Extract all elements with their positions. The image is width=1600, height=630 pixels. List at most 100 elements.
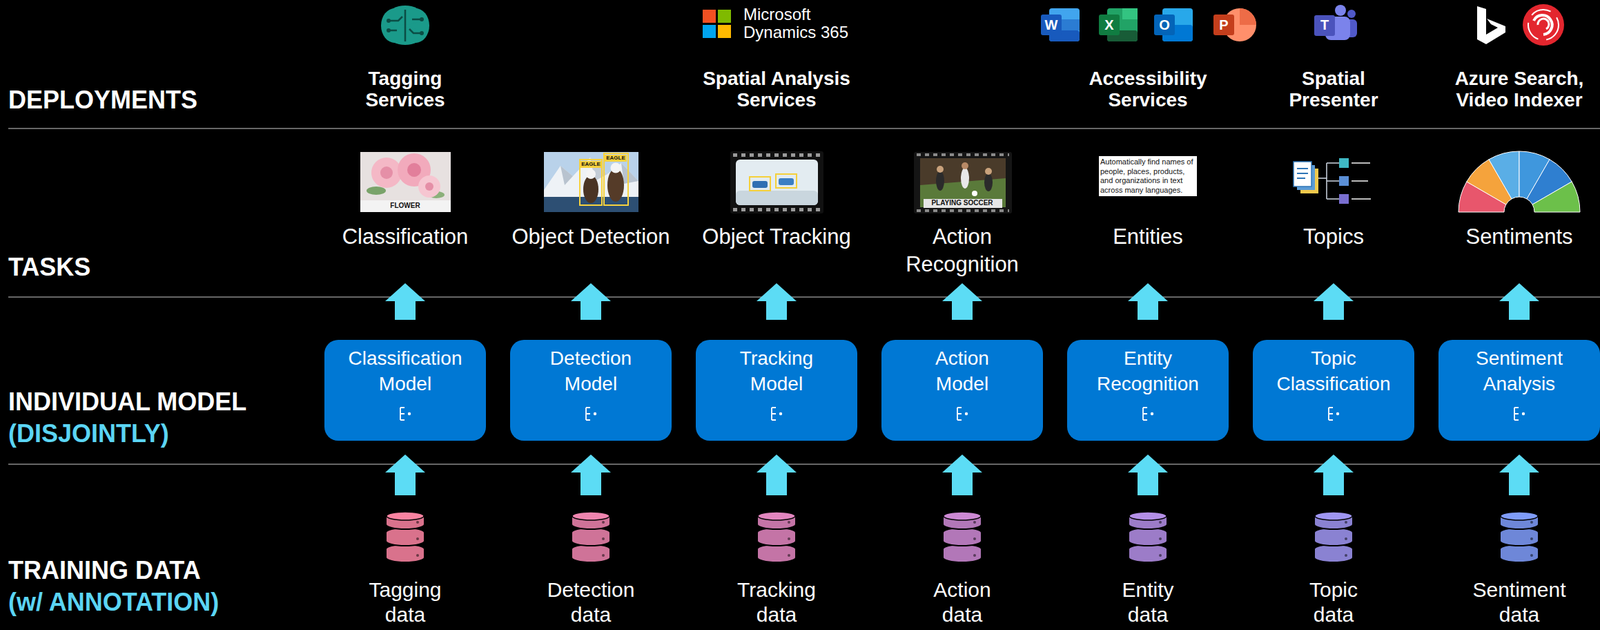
topic-tree-part: [1339, 158, 1349, 168]
entity-sample-text: Automatically find names of people, plac…: [1098, 155, 1197, 197]
eagle-photo-part: [607, 168, 624, 202]
database-layer: [385, 543, 425, 562]
model-icon-dot: [1522, 412, 1525, 415]
brain-icon-part: [388, 9, 422, 42]
model-box: Sentiment Analysis: [1438, 339, 1600, 441]
flow-arrow: [385, 454, 426, 495]
soccer-film-part: [920, 158, 1006, 208]
database-dot: [787, 520, 791, 524]
database-dot: [416, 520, 419, 524]
flower-photo-part: [418, 175, 441, 198]
dataset-name: Action data: [920, 577, 1004, 627]
database-top: [757, 511, 796, 520]
flower-photo-part: [380, 166, 393, 179]
sentiment-donut-part: [1488, 151, 1520, 199]
tracking-film-part: [733, 153, 822, 157]
database-icon: [756, 510, 797, 564]
microsoft-logo-part: [702, 9, 716, 23]
soccer-film-part: [984, 167, 992, 175]
dataset-item: Action data: [920, 507, 1004, 627]
database-icon: [1313, 510, 1354, 564]
model-icon-tree: [1514, 407, 1519, 420]
topic-tree-part: [1339, 193, 1349, 204]
dataset-name: Detection data: [541, 577, 642, 627]
model-icon: [1324, 405, 1343, 422]
model-name: Detection Model: [539, 345, 643, 397]
task-name: Topics: [1243, 222, 1424, 251]
dataset-name: Tracking data: [728, 577, 825, 627]
dataset-item: Sentiment data: [1469, 507, 1570, 627]
tracking-film: [730, 151, 824, 214]
topic-tree-part: [1318, 162, 1340, 199]
word-icon: [1040, 8, 1080, 42]
database-layer: [571, 510, 611, 529]
tracking-film-part: [730, 151, 824, 214]
model-icon: [767, 405, 786, 422]
database-layer: [385, 510, 425, 529]
eagle-photo-part: [610, 162, 622, 174]
database-layer: [757, 510, 796, 529]
outlook-icon-part: [1154, 14, 1175, 36]
task-name: Sentiments: [1428, 222, 1600, 251]
tracking-film-part: [735, 159, 818, 206]
excel-icon-part: [1098, 14, 1120, 36]
database-icon: [385, 510, 426, 564]
database-top: [1500, 511, 1538, 520]
tracking-film-part: [775, 173, 797, 188]
excel-icon: [1098, 8, 1138, 42]
model-box: Action Model: [881, 339, 1043, 441]
model-icon-tree: [1328, 407, 1333, 420]
row-separator: [8, 128, 1600, 464]
row-sublabel: (DISJOINTLY): [8, 419, 312, 448]
dataset-name: Sentiment data: [1469, 577, 1570, 627]
video-indexer-icon-part: [1537, 18, 1549, 29]
video-indexer-icon: [1522, 4, 1565, 46]
model-icon-dot: [779, 412, 783, 415]
video-indexer-icon-part: [1533, 15, 1553, 35]
teams-icon-part: [1334, 4, 1346, 16]
topic-tree-part: [1339, 176, 1349, 186]
soccer-film-part: [923, 198, 1003, 208]
row-label: TRAINING DATA: [8, 556, 312, 584]
task-label: Topics: [1243, 222, 1424, 280]
powerpoint-icon: [1213, 8, 1257, 42]
flow-arrow: [385, 283, 426, 320]
database-dot: [1158, 537, 1162, 540]
task-label: Entities: [1057, 222, 1239, 280]
model-icon-tree: [586, 407, 591, 420]
database-layer: [942, 543, 982, 562]
app-letter: T: [1314, 16, 1335, 34]
flow-arrow: [1499, 283, 1540, 320]
soccer-film-part: [916, 153, 1010, 156]
database-icon: [570, 510, 611, 564]
task-label: Classification: [314, 222, 496, 280]
dataset-item: Tagging data: [356, 507, 454, 627]
topic-tree: [1293, 158, 1371, 204]
dataset-item: Detection data: [541, 507, 642, 627]
model-box: Tracking Model: [695, 339, 858, 441]
database-dot: [1530, 537, 1534, 540]
tracking-film-part: [778, 178, 794, 185]
model-icon: [581, 405, 600, 422]
teams-icon-part: [1347, 9, 1356, 18]
app-letter: O: [1154, 16, 1175, 34]
flow-arrow: [1313, 454, 1354, 495]
model-icon-tree: [1143, 407, 1148, 420]
sentiment-donut-part: [1532, 181, 1580, 212]
microsoft-logo: [702, 9, 731, 38]
flow-arrow: [1499, 454, 1540, 495]
database-dot: [1530, 520, 1534, 524]
model-name: Tracking Model: [724, 345, 829, 397]
eagle-photo-part: [603, 153, 629, 206]
microsoft-logo-part: [717, 9, 731, 23]
logo-text: Microsoft Dynamics 365: [743, 5, 867, 42]
app-letter: P: [1213, 16, 1235, 34]
soccer-film-part: [960, 167, 970, 189]
model-icon-tree: [400, 407, 405, 420]
app-letter: W: [1040, 16, 1062, 34]
bing-icon: [1477, 6, 1506, 45]
dataset-item: Entity data: [1106, 507, 1190, 627]
soccer-film-part: [913, 151, 1012, 214]
outlook-icon: [1154, 8, 1193, 42]
soccer-film-part: [984, 173, 993, 192]
